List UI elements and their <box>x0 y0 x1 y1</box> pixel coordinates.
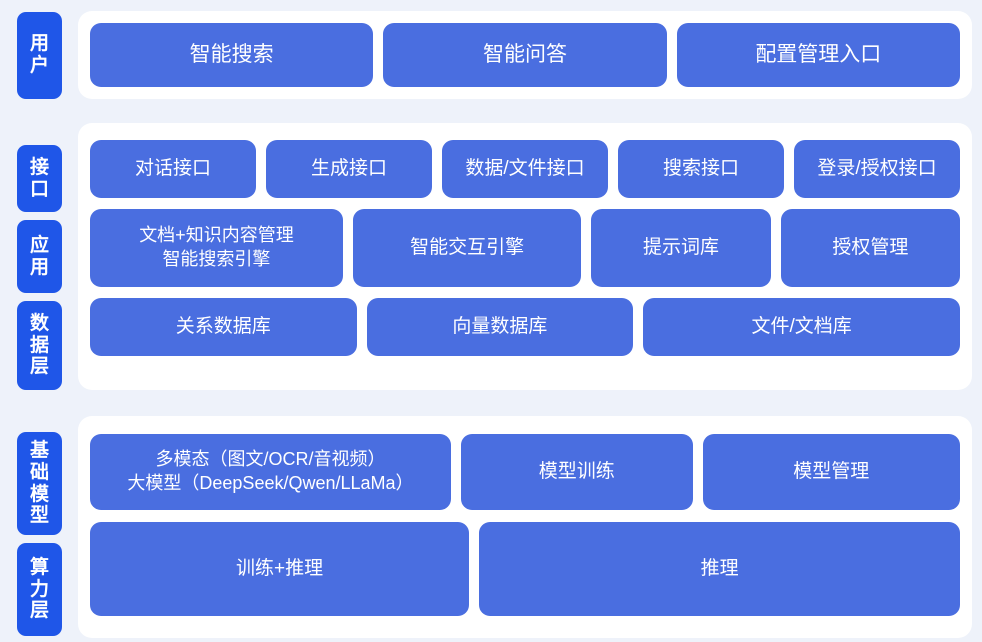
node-smart-qa[interactable]: 智能问答 <box>383 23 667 87</box>
node-model-management[interactable]: 模型管理 <box>702 434 961 510</box>
layer-label-data: 数据层 <box>17 300 62 391</box>
section-core: 接口 应用 数据层 对话接口 生成接口 数据/文件接口 搜索接口 登录/授权接口… <box>0 123 982 391</box>
row-compute: 训练+推理 推理 <box>90 522 960 616</box>
layer-label-user-text: 用户 <box>30 33 50 76</box>
section-user: 用户 智能搜索 智能问答 配置管理入口 <box>0 0 982 99</box>
node-dialog-api[interactable]: 对话接口 <box>90 140 256 198</box>
node-prompt-library[interactable]: 提示词库 <box>591 209 771 287</box>
layer-label-compute: 算力层 <box>17 543 62 636</box>
panel-core: 对话接口 生成接口 数据/文件接口 搜索接口 登录/授权接口 文档+知识内容管理… <box>78 123 972 390</box>
panel-infrastructure: 多模态（图文/OCR/音视频） 大模型（DeepSeek/Qwen/LLaMa）… <box>78 416 972 638</box>
layer-label-application: 应用 <box>17 220 62 293</box>
row-application: 文档+知识内容管理 智能搜索引擎 智能交互引擎 提示词库 授权管理 <box>90 209 961 287</box>
node-config-management-entry[interactable]: 配置管理入口 <box>676 23 960 87</box>
node-relational-database[interactable]: 关系数据库 <box>90 298 357 356</box>
row-model: 多模态（图文/OCR/音视频） 大模型（DeepSeek/Qwen/LLaMa）… <box>90 434 961 510</box>
node-vector-database[interactable]: 向量数据库 <box>366 298 634 356</box>
node-inference[interactable]: 推理 <box>479 522 960 616</box>
layer-label-interface: 接口 <box>17 145 62 213</box>
node-training-inference[interactable]: 训练+推理 <box>90 522 470 616</box>
layer-label-interface-text: 接口 <box>30 156 50 200</box>
node-smart-search[interactable]: 智能搜索 <box>90 23 374 87</box>
node-model-training[interactable]: 模型训练 <box>460 434 693 510</box>
node-file-document-store[interactable]: 文件/文档库 <box>643 298 960 356</box>
section-infrastructure: 基础模型 算力层 多模态（图文/OCR/音视频） 大模型（DeepSeek/Qw… <box>0 416 982 638</box>
node-doc-knowledge-management[interactable]: 文档+知识内容管理 智能搜索引擎 <box>90 209 343 287</box>
layer-label-data-text: 数据层 <box>30 312 50 378</box>
node-multimodal-large-model[interactable]: 多模态（图文/OCR/音视频） 大模型（DeepSeek/Qwen/LLaMa） <box>90 434 451 510</box>
layer-label-user: 用户 <box>17 11 62 99</box>
label-column-user: 用户 <box>0 11 62 99</box>
layer-label-application-text: 应用 <box>30 234 50 278</box>
panel-user: 智能搜索 智能问答 配置管理入口 <box>78 11 972 99</box>
node-search-api[interactable]: 搜索接口 <box>618 140 784 198</box>
label-column-infrastructure: 基础模型 算力层 <box>0 416 62 638</box>
row-interface: 对话接口 生成接口 数据/文件接口 搜索接口 登录/授权接口 <box>90 140 960 198</box>
layer-label-foundation-model: 基础模型 <box>17 432 62 535</box>
node-authorization-management[interactable]: 授权管理 <box>780 209 961 287</box>
node-login-auth-api[interactable]: 登录/授权接口 <box>794 140 960 198</box>
node-generation-api[interactable]: 生成接口 <box>266 140 432 198</box>
row-data: 关系数据库 向量数据库 文件/文档库 <box>90 298 960 356</box>
node-smart-interaction-engine[interactable]: 智能交互引擎 <box>352 209 582 287</box>
label-column-core: 接口 应用 数据层 <box>0 123 62 391</box>
layer-label-compute-text: 算力层 <box>30 557 50 622</box>
layer-label-foundation-model-text: 基础模型 <box>30 440 50 527</box>
node-data-file-api[interactable]: 数据/文件接口 <box>442 140 608 198</box>
row-user: 智能搜索 智能问答 配置管理入口 <box>90 23 960 87</box>
